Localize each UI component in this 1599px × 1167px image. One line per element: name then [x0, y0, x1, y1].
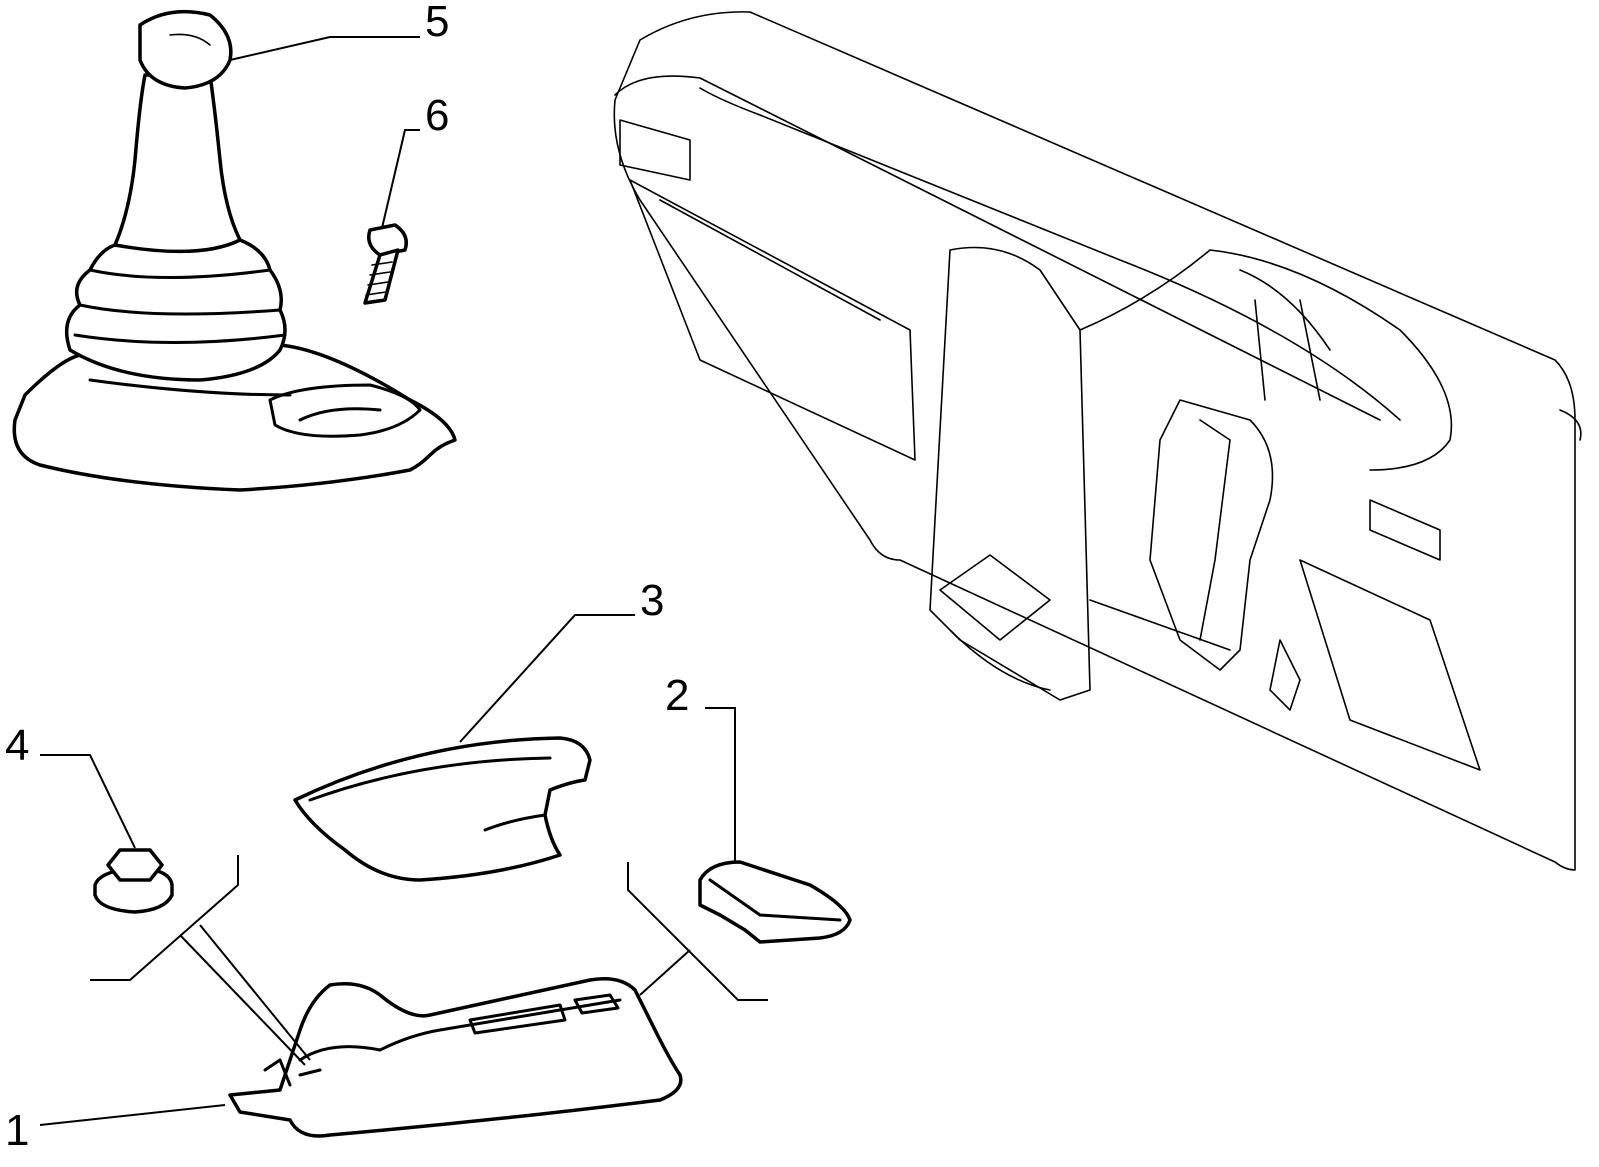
callout-6: 6 [425, 91, 449, 140]
leader-5 [229, 36, 420, 61]
bracket-left [90, 855, 239, 981]
nut-part [93, 848, 174, 914]
handbrake-cover-part [293, 736, 592, 882]
cover-plate-part [698, 860, 852, 944]
leader-4 [40, 754, 136, 849]
screw-part [363, 223, 408, 305]
leader-lines [39, 36, 768, 1126]
gear-knob-boot-part [12, 9, 457, 492]
bracket-left-arm [199, 924, 311, 1061]
bracket-right [627, 862, 768, 1001]
callout-5: 5 [425, 0, 449, 46]
console-tunnel-part [228, 977, 683, 1138]
dashboard-assembly [613, 11, 1582, 871]
callout-1: 1 [5, 1106, 29, 1155]
bracket-left-arm2 [179, 934, 306, 1066]
leader-1 [39, 1104, 226, 1126]
callout-4: 4 [5, 721, 29, 770]
leader-3 [459, 614, 635, 743]
leader-6 [381, 129, 420, 229]
leader-2 [705, 707, 736, 862]
callout-2: 2 [665, 671, 689, 720]
bracket-right-arm [639, 949, 691, 996]
callout-3: 3 [640, 576, 664, 625]
callout-labels: 5 6 3 2 4 1 [5, 0, 689, 1155]
